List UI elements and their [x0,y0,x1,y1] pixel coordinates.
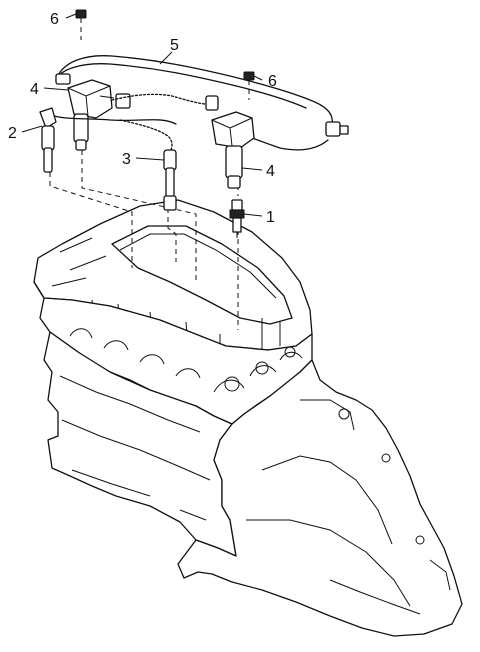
callout-3-cable-center: 3 [122,151,131,168]
callout-6-upper-right: 6 [268,73,277,90]
callout-6-upper-left: 6 [50,11,59,28]
ignition-coil-left [67,79,115,151]
harness-clip-left [115,93,131,109]
bolt-upper-left [75,9,87,40]
harness-connector-left [55,73,71,85]
leader-lines [21,13,263,217]
engine-assembly [33,199,463,637]
callout-labels: 6 5 6 4 2 3 4 1 [8,11,277,226]
callout-4-coil-left: 4 [30,81,39,98]
callout-4-coil-right: 4 [266,163,275,180]
spark-plug-cable-center [111,93,207,211]
harness-connector-right-tip [339,125,349,135]
spark-plug [229,199,245,238]
harness-clip [205,95,219,111]
ignition-coil-right [211,111,255,189]
callout-1-spark-plug: 1 [266,209,275,226]
cover-recess [111,225,293,325]
transmission [177,359,463,637]
callout-5-harness: 5 [170,37,179,54]
spark-plug-cable-left [39,107,177,173]
bolt-upper-right [243,71,255,100]
wiring-harness [55,55,349,151]
callout-2-cable-left: 2 [8,125,17,142]
harness-connector-right [325,121,341,137]
